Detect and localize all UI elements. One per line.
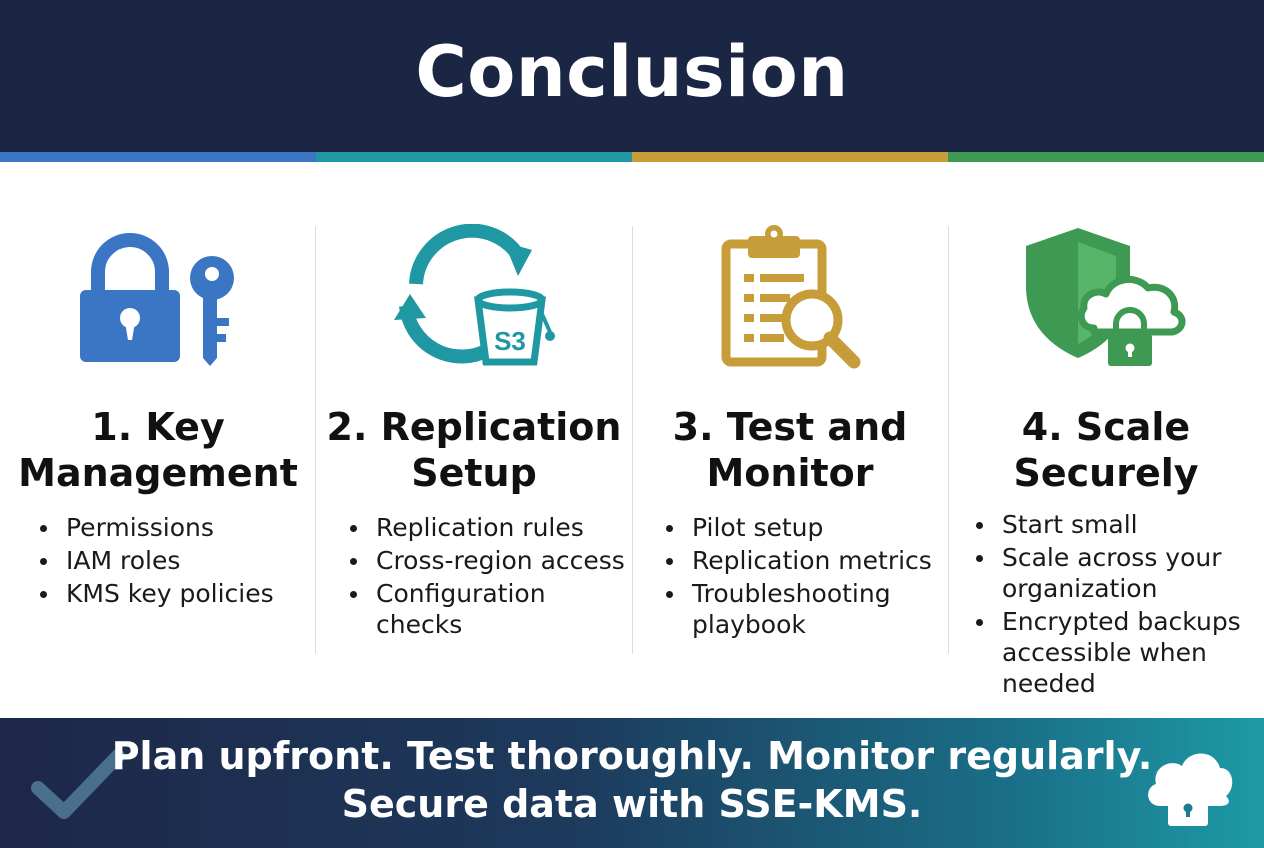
list-item: Start small <box>972 509 1262 540</box>
list-item: Replication metrics <box>662 545 952 576</box>
step-title-line: 1. Key <box>91 405 225 449</box>
step-items: Replication rules Cross-region access Co… <box>346 512 636 642</box>
accent-stripe-green <box>948 152 1264 162</box>
title-banner: Conclusion <box>0 0 1264 152</box>
summary-line: Secure data with SSE-KMS. <box>341 782 923 826</box>
summary-text: Plan upfront. Test thoroughly. Monitor r… <box>100 732 1164 828</box>
step-title-line: 2. Replication <box>326 405 622 449</box>
column-divider <box>315 226 316 654</box>
cloud-lock-icon <box>1148 753 1233 826</box>
s3-label: S3 <box>494 326 526 356</box>
summary-banner: Plan upfront. Test thoroughly. Monitor r… <box>0 718 1264 848</box>
list-item: Replication rules <box>346 512 636 543</box>
checkmark-icon <box>31 749 125 819</box>
accent-stripe-blue <box>0 152 316 162</box>
step-title: 3. Test and Monitor <box>632 404 948 496</box>
list-item: Cross-region access <box>346 545 636 576</box>
step-title-line: Setup <box>411 451 537 495</box>
step-items: Start small Scale across your organizati… <box>972 509 1262 701</box>
page-title: Conclusion <box>415 31 849 113</box>
summary-line: Plan upfront. Test thoroughly. Monitor r… <box>111 734 1153 778</box>
step-title: 1. Key Management <box>0 404 316 496</box>
accent-stripe-gold <box>632 152 948 162</box>
step-items: Permissions IAM roles KMS key policies <box>36 512 306 611</box>
step-title-line: Management <box>18 451 298 495</box>
list-item: IAM roles <box>36 545 306 576</box>
step-title: 2. Replication Setup <box>316 404 632 496</box>
list-item: KMS key policies <box>36 578 306 609</box>
list-item: Configuration checks <box>346 578 576 640</box>
list-item: Scale across your organization <box>972 542 1242 604</box>
accent-stripe-teal <box>316 152 632 162</box>
lock-key-icon <box>80 233 234 366</box>
list-item: Encrypted backups accessible when needed <box>972 606 1242 699</box>
s3-replication-icon: S3 <box>394 224 555 366</box>
step-title-line: Monitor <box>706 451 874 495</box>
step-title-line: 3. Test and <box>672 405 908 449</box>
step-title-line: Securely <box>1013 451 1199 495</box>
clipboard-search-icon <box>721 225 861 369</box>
shield-cloud-lock-icon <box>1026 228 1186 366</box>
list-item: Permissions <box>36 512 306 543</box>
column-divider <box>948 226 949 654</box>
step-items: Pilot setup Replication metrics Troubles… <box>662 512 952 642</box>
step-title-line: 4. Scale <box>1021 405 1191 449</box>
list-item: Troubleshooting playbook <box>662 578 902 640</box>
list-item: Pilot setup <box>662 512 952 543</box>
column-divider <box>632 226 633 654</box>
step-title: 4. Scale Securely <box>948 404 1264 496</box>
